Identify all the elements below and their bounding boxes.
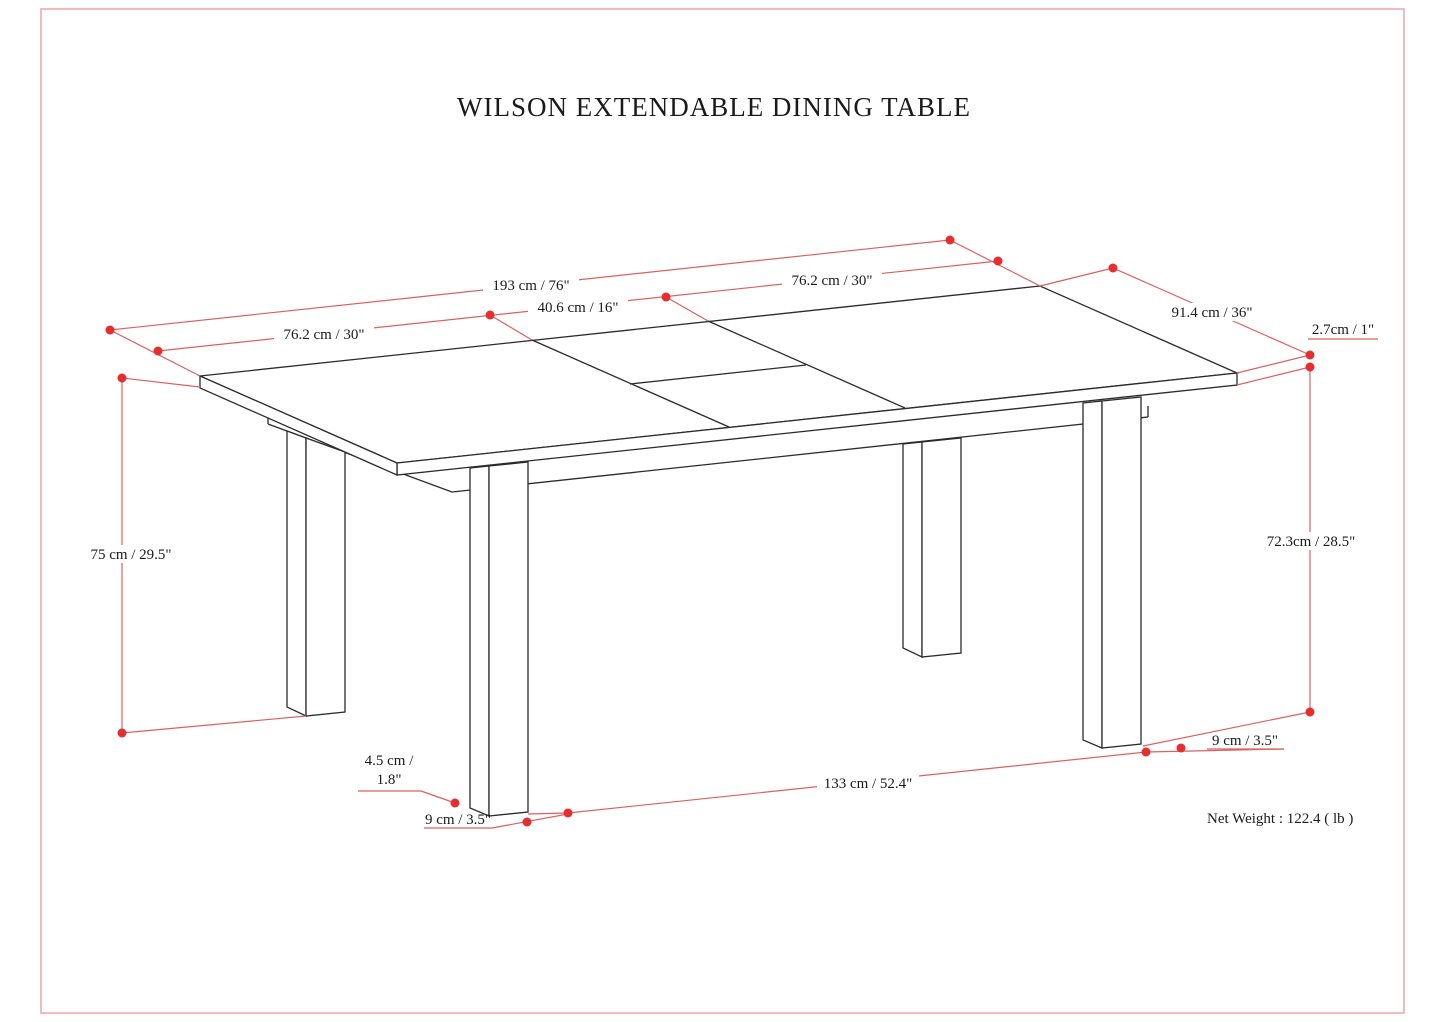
table-leg-front-left [469, 461, 529, 817]
dim-label-height-under: 72.3cm / 28.5" [1267, 534, 1356, 550]
net-weight-label: Net Weight : 122.4 ( lb ) [1207, 811, 1353, 827]
table-leg-front-right [1082, 396, 1142, 749]
dim-label-height-left: 75 cm / 29.5" [90, 547, 171, 563]
dim-label-leaf-width: 40.6 cm / 16" [537, 300, 618, 316]
dim-label-section-right: 76.2 cm / 30" [791, 273, 872, 289]
dimension-lines [105, 235, 1378, 829]
dim-label-section-left: 76.2 cm / 30" [283, 327, 364, 343]
dim-label-leg-span: 133 cm / 52.4" [824, 776, 913, 792]
page-title: WILSON EXTENDABLE DINING TABLE [457, 92, 971, 122]
table-leg-back-right [902, 437, 962, 659]
leaf-seam-center [629, 364, 807, 385]
dim-label-leg-width-left: 9 cm / 3.5" [425, 812, 491, 828]
dimension-dots [105, 235, 1315, 827]
leaf-seam-right [707, 320, 906, 409]
dim-label-depth: 91.4 cm / 36" [1171, 305, 1252, 321]
table-leg-back-left [286, 430, 346, 718]
dimension-labels: 193 cm / 76" 76.2 cm / 30" 40.6 cm / 16"… [83, 271, 1374, 828]
dim-label-foot-inset-line2: 1.8" [377, 772, 402, 788]
dim-label-thickness: 2.7cm / 1" [1312, 322, 1374, 338]
dim-label-length-total: 193 cm / 76" [492, 278, 569, 294]
table-drawing [197, 285, 1240, 817]
page-border [40, 8, 1405, 1014]
table-top [197, 285, 1240, 476]
dim-label-leg-width-right: 9 cm / 3.5" [1212, 733, 1278, 749]
dim-label-foot-inset-line1: 4.5 cm / [365, 753, 415, 769]
